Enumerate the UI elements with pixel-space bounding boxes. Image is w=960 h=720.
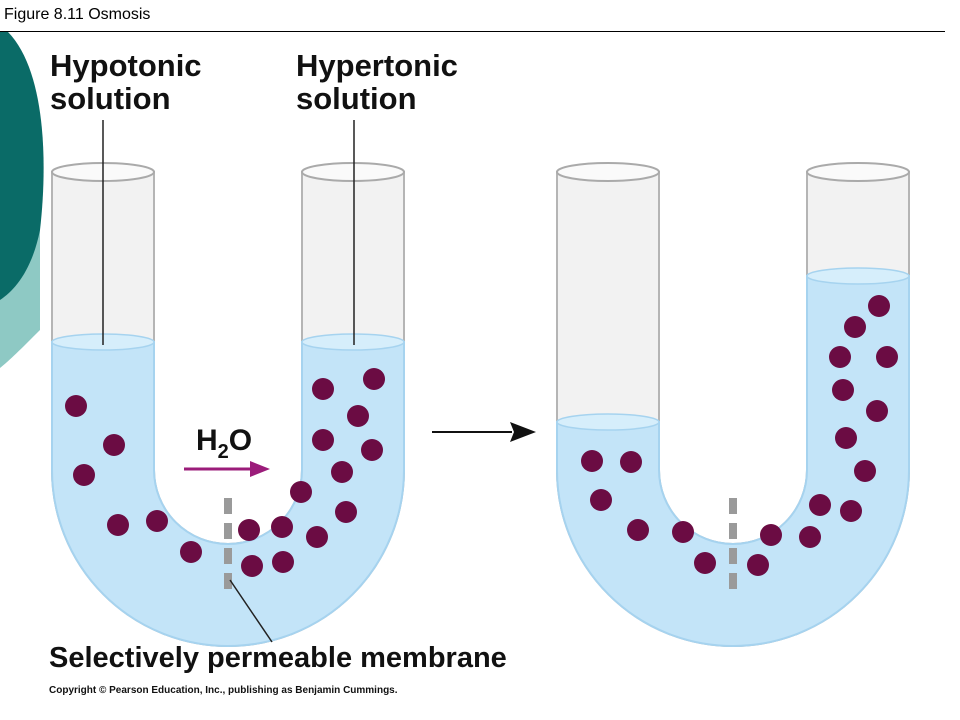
solute-particle	[331, 461, 353, 483]
solution-fill	[556, 275, 910, 647]
title-divider	[0, 31, 945, 32]
solution-fill	[51, 341, 405, 647]
solute-particle	[65, 395, 87, 417]
solute-particle	[840, 500, 862, 522]
solute-particle	[272, 551, 294, 573]
solute-particle	[876, 346, 898, 368]
solute-particle	[832, 379, 854, 401]
solute-particle	[590, 489, 612, 511]
hypertonic-label: Hypertonic solution	[296, 49, 458, 115]
solute-particle	[361, 439, 383, 461]
solute-particle	[73, 464, 95, 486]
solute-particle	[238, 519, 260, 541]
right-arm-rim	[806, 162, 910, 182]
solute-particle	[747, 554, 769, 576]
water-label-o: O	[228, 424, 253, 457]
solute-particle	[103, 434, 125, 456]
solute-particle	[854, 460, 876, 482]
left-meniscus	[556, 413, 660, 431]
solute-particle	[844, 316, 866, 338]
solute-particle	[868, 295, 890, 317]
solute-particles-before	[65, 368, 385, 577]
solute-particle	[829, 346, 851, 368]
solute-particle	[835, 427, 857, 449]
water-flow-arrow	[184, 461, 270, 477]
solute-particle	[290, 481, 312, 503]
copyright-notice: Copyright © Pearson Education, Inc., pub…	[49, 685, 398, 696]
membrane-leader-line	[229, 579, 273, 643]
solute-particle	[760, 524, 782, 546]
water-label-h: H	[196, 424, 218, 457]
solute-particle	[312, 378, 334, 400]
solute-particle	[866, 400, 888, 422]
transition-arrow	[432, 422, 536, 442]
solute-particle	[620, 451, 642, 473]
hypotonic-label: Hypotonic solution	[50, 49, 202, 115]
solute-particle	[627, 519, 649, 541]
hypertonic-label-text: Hypertonic solution	[296, 48, 458, 116]
water-label-subscript: 2	[217, 441, 229, 463]
solute-particle	[271, 516, 293, 538]
solute-particle	[799, 526, 821, 548]
accent-shape-dark	[0, 32, 44, 300]
right-meniscus	[301, 333, 405, 351]
right-meniscus	[806, 267, 910, 285]
solute-particle	[107, 514, 129, 536]
solute-particle	[146, 510, 168, 532]
solute-particle	[581, 450, 603, 472]
u-tube-after	[556, 162, 910, 647]
solute-particle	[335, 501, 357, 523]
solute-particle	[694, 552, 716, 574]
solute-particle	[241, 555, 263, 577]
figure-title: Figure 8.11 Osmosis	[4, 6, 151, 23]
solute-particle	[312, 429, 334, 451]
left-arm-rim	[556, 162, 660, 182]
solute-particle	[809, 494, 831, 516]
solute-particle	[180, 541, 202, 563]
solute-particle	[347, 405, 369, 427]
u-tube-before	[51, 120, 405, 647]
right-arm-rim	[301, 162, 405, 182]
solute-particle	[363, 368, 385, 390]
membrane-label: Selectively permeable membrane	[49, 642, 507, 674]
solute-particle	[306, 526, 328, 548]
slide-accent-shapes	[0, 32, 44, 368]
solute-particle	[672, 521, 694, 543]
solute-particles-after	[581, 295, 898, 576]
hypotonic-label-text: Hypotonic solution	[50, 48, 202, 116]
water-label: H2O	[196, 424, 253, 463]
